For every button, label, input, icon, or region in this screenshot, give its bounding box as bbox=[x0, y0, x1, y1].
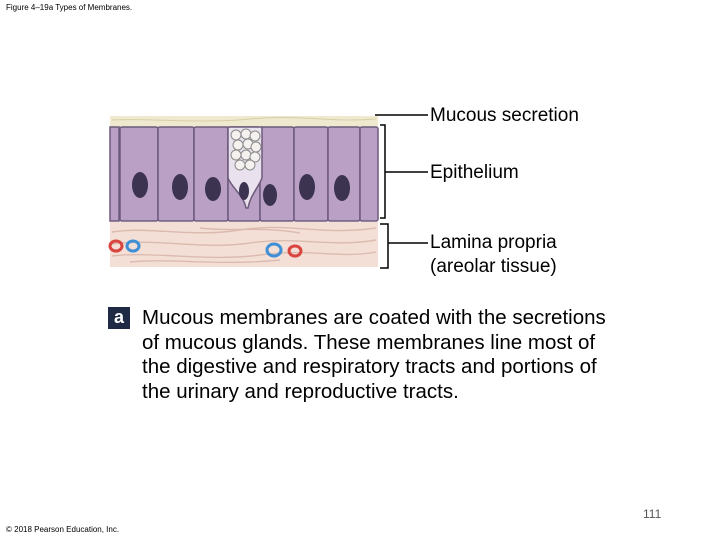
bracket-lamina-propria bbox=[380, 224, 388, 268]
columnar-cell bbox=[110, 127, 119, 221]
nucleus bbox=[172, 174, 188, 200]
label-mucous-secretion: Mucous secretion bbox=[430, 104, 579, 128]
copyright-notice: © 2018 Pearson Education, Inc. bbox=[6, 525, 119, 534]
nucleus bbox=[132, 172, 148, 198]
panel-letter-badge: a bbox=[108, 307, 130, 329]
columnar-cell bbox=[158, 127, 194, 221]
columnar-cell bbox=[294, 127, 328, 221]
label-lamina-propria-line1: Lamina propria bbox=[430, 231, 557, 255]
caption-text: Mucous membranes are coated with the sec… bbox=[142, 306, 612, 404]
nucleus bbox=[263, 184, 277, 206]
columnar-cell bbox=[194, 127, 228, 221]
page-number: 111 bbox=[643, 507, 661, 521]
label-epithelium: Epithelium bbox=[430, 161, 519, 185]
nucleus bbox=[239, 182, 249, 200]
label-lamina-propria: Lamina propria (areolar tissue) bbox=[430, 231, 557, 279]
nucleus bbox=[205, 177, 221, 201]
bracket-epithelium bbox=[380, 125, 385, 218]
columnar-cell bbox=[360, 127, 378, 221]
columnar-cell bbox=[328, 127, 360, 221]
nucleus bbox=[299, 174, 315, 200]
mucous-secretion-layer bbox=[110, 116, 378, 128]
nucleus bbox=[334, 175, 350, 201]
label-lamina-propria-line2: (areolar tissue) bbox=[430, 255, 557, 279]
columnar-cell bbox=[260, 127, 294, 221]
callout-leaders bbox=[375, 115, 428, 268]
